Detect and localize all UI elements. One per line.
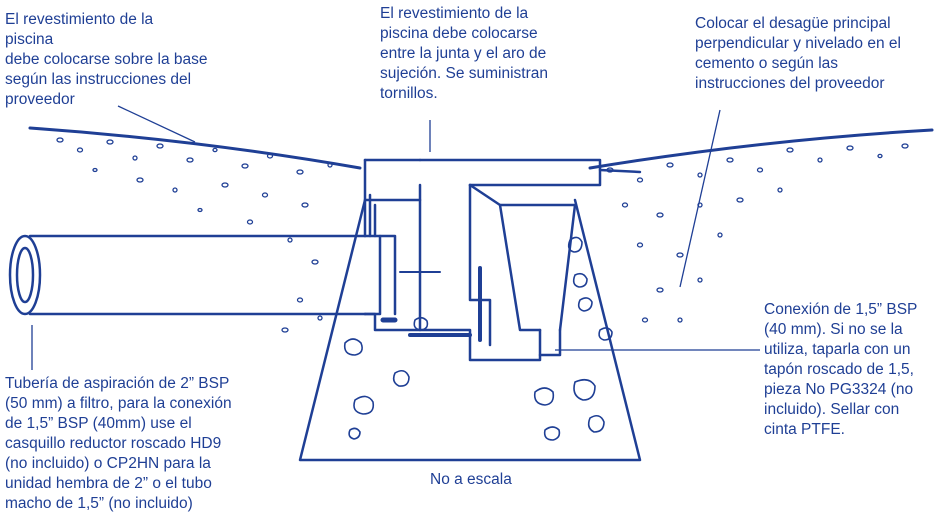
label-liner-gasket: El revestimiento de la piscina debe colo… [380,5,548,102]
label-suction-pipe: Tubería de aspiración de 2” BSP (50 mm) … [5,375,232,512]
suction-pipe [8,234,367,316]
leader-main-drain [679,109,721,288]
label-connection: Conexión de 1,5” BSP (40 mm). Si no se l… [764,301,918,438]
concrete-block [298,198,642,462]
leader-liner-base [117,105,196,143]
label-scale-note: No a escala [430,471,512,488]
label-liner-base: El revestimiento de la piscina debe colo… [5,11,208,108]
soil-aggregate [56,137,909,333]
label-main-drain: Colocar el desagüe principal perpendicul… [695,15,901,92]
ground-surface-left [28,126,362,170]
drain-body [363,158,642,362]
ground-surface-right [588,128,934,170]
